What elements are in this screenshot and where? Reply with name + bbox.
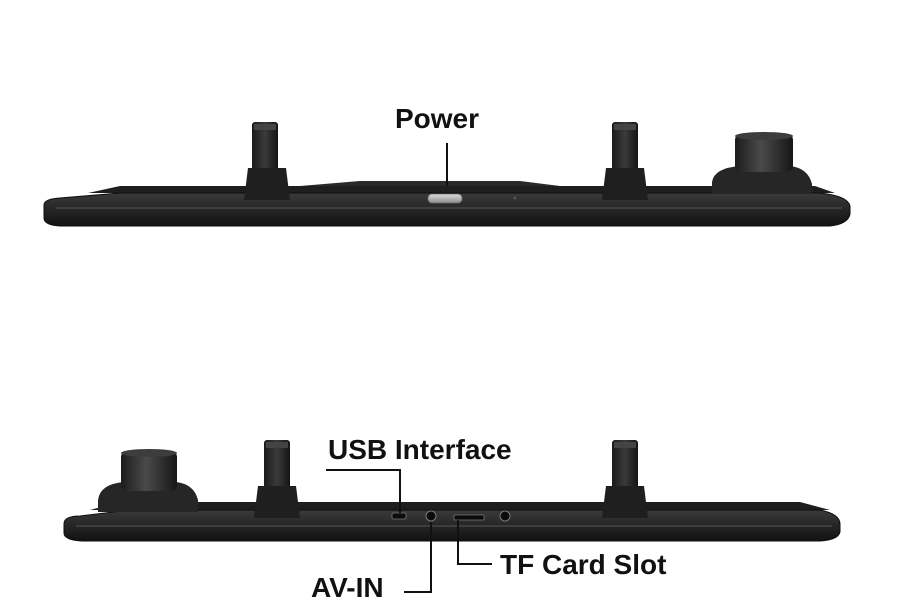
mirror-top-body xyxy=(43,192,851,227)
power-button[interactable] xyxy=(427,193,463,204)
usb-leader-line xyxy=(326,469,401,513)
mirror-bottom-left-clip xyxy=(254,440,300,518)
av-in-leader-line xyxy=(404,522,432,593)
mirror-top-indicator-dot xyxy=(513,196,517,200)
mirror-bottom-view xyxy=(63,440,841,593)
power-label: Power xyxy=(395,103,480,134)
tf-card-slot[interactable] xyxy=(453,514,485,521)
tf-card-slot-label: TF Card Slot xyxy=(500,549,667,580)
mirror-top-ridge xyxy=(300,181,560,186)
usb-interface-label: USB Interface xyxy=(328,434,512,465)
mirror-bottom-camera xyxy=(98,449,198,512)
mirror-top-right-clip xyxy=(602,122,648,200)
mirror-bottom-right-clip xyxy=(602,440,648,518)
av-in-label: AV-IN xyxy=(311,572,384,603)
mirror-top-camera xyxy=(712,132,812,194)
tf-card-leader-line xyxy=(457,520,492,565)
mirror-top-left-clip xyxy=(244,122,290,200)
usb-port[interactable] xyxy=(391,512,407,520)
av-in-jack[interactable] xyxy=(425,510,437,522)
audio-jack[interactable] xyxy=(499,510,511,522)
mirror-top-view xyxy=(43,122,851,227)
mirror-bottom-back-plate xyxy=(90,502,830,510)
